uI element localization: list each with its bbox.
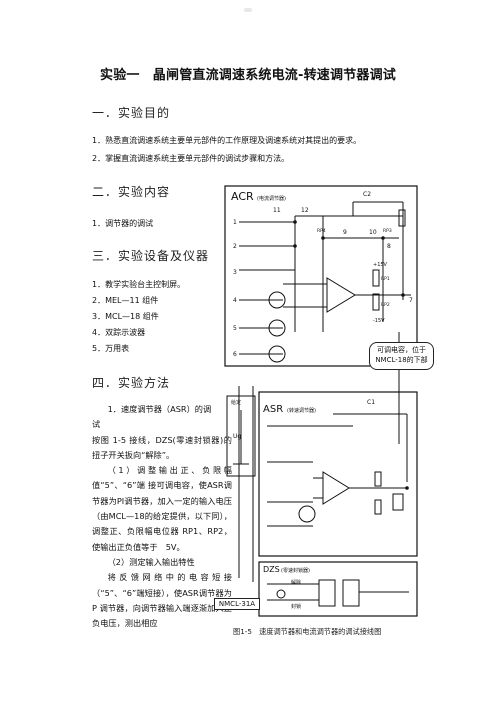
section-heading-purpose: 一．实验目的 [92, 106, 171, 120]
c1-label: C1 [367, 399, 375, 406]
page-marker [244, 8, 252, 12]
rp1-label: RP1 [381, 276, 390, 282]
content-item-1: 1．调节器的调试 [92, 219, 154, 228]
rp3-label: RP3 [383, 228, 392, 234]
callout-line-1: 可调电容，位于 [377, 346, 426, 354]
method-item-1-line-b: 试 [92, 419, 101, 430]
pin-1: 1 [233, 219, 237, 226]
rp4-label: RP4 [317, 228, 326, 234]
pin-7: 7 [409, 297, 413, 304]
equipment-item-5: 5．万用表 [92, 344, 130, 353]
callout-line-2: NMCL-18的下部 [375, 356, 428, 364]
purpose-item-2: 2．掌握直流调速系统主要单元部件的调试步骤和方法。 [92, 154, 290, 163]
pin-11: 11 [273, 207, 281, 214]
pin-5: 5 [233, 325, 237, 332]
pin-6: 6 [233, 351, 237, 358]
page-title: 实验一 晶闸管直流调速系统电流-转速调节器调试 [100, 68, 396, 83]
section-heading-content: 二．实验内容 [92, 185, 171, 199]
pin-12: 12 [301, 207, 309, 214]
section-heading-equipment: 三．实验设备及仪器 [92, 249, 210, 263]
equipment-item-2: 2．MEL—11 组件 [92, 296, 159, 305]
pin-10: 10 [369, 229, 377, 236]
purpose-item-1: 1．熟悉直流调速系统主要单元部件的工作原理及调速系统对其提出的要求。 [92, 136, 362, 145]
pin-4: 4 [233, 297, 237, 304]
asr-label: ASR [263, 404, 283, 415]
method-paragraph-2: （1）调整输出正、负限幅值“5”、“6”端 接可调电容，使ASR调节器为PI调节… [92, 465, 232, 552]
rp2-label: RP2 [381, 302, 390, 308]
lock-label: 封锁 [291, 603, 301, 610]
acr-sublabel: (电流调节器) [257, 195, 286, 202]
method-paragraph-4: 将反馈网络中的电容短接（“5”、“6”端短接），使ASR调节器为 P 调节器，向… [92, 572, 241, 629]
c2-label: C2 [363, 191, 371, 198]
pin-3: 3 [233, 269, 237, 276]
method-paragraph-3: （2）测定输入输出特性 [107, 556, 195, 567]
acr-label: ACR [231, 190, 254, 203]
dzs-label: DZS [263, 565, 280, 574]
asr-sublabel: (转速调节器) [287, 407, 316, 414]
method-item-1-line-a: 1．速度调节器（ASR）的调 [107, 404, 212, 414]
pin-2: 2 [233, 243, 237, 250]
method-body: 1．速度调节器（ASR）的调 试 按图 1-5 接线，DZS(零速封锁器)的扭子… [92, 402, 241, 631]
equipment-item-4: 4．双踪示波器 [92, 328, 146, 337]
dzs-sublabel: (零速封锁器) [281, 567, 310, 574]
section-heading-method: 四．实验方法 [92, 376, 171, 390]
pin-8: 8 [387, 243, 391, 250]
equipment-item-1: 1．教学实验台主控制屏。 [92, 280, 186, 289]
pin-9: 9 [343, 229, 347, 236]
given-label: 给定 [231, 399, 241, 406]
figure-caption: 图1-5 速度调节器和电流调节器的调试接线图 [233, 627, 382, 636]
nmcl-31a-tag: NMCL-31A [214, 598, 260, 610]
release-label: 解除 [291, 579, 301, 586]
wiring-diagram: ACR (电流调节器) ASR (转速调节器) DZS (零速封锁器) C2 C… [224, 185, 418, 617]
minus15-label: -15V [373, 318, 385, 324]
equipment-item-3: 3．MCL—18 组件 [92, 312, 159, 321]
plus15-label: +15V [373, 262, 388, 268]
ug-label: Ug [233, 433, 241, 440]
method-paragraph-1: 按图 1-5 接线，DZS(零速封锁器)的扭子开关扳向“解除”。 [92, 434, 232, 460]
capacitor-callout: 可调电容，位于 NMCL-18的下部 [369, 342, 434, 370]
